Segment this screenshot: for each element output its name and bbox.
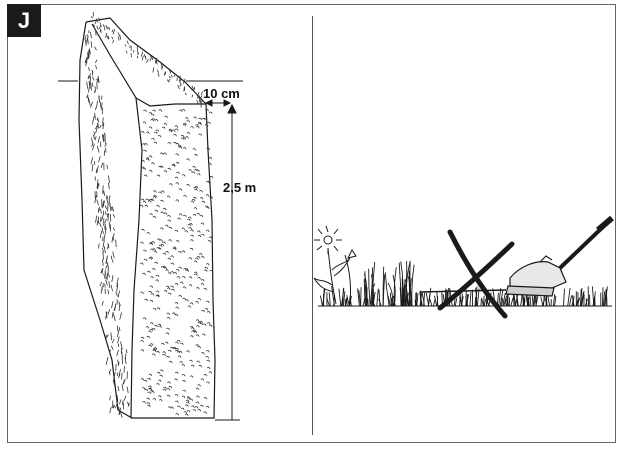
hedge-illustration — [78, 17, 216, 419]
hedge-height-label: 2,5 m — [223, 180, 257, 195]
flower-illustration — [313, 225, 357, 305]
panel-divider — [312, 16, 313, 435]
figure-label: J — [7, 4, 41, 37]
cross-mark-icon — [437, 229, 515, 319]
dimension-arrow-icon — [58, 80, 243, 421]
trimmer-illustration — [419, 215, 614, 297]
grass-illustration — [318, 260, 612, 307]
hedge-texture — [84, 12, 214, 418]
figure-frame — [7, 4, 616, 443]
hedge-width-label: 10 cm — [203, 86, 240, 101]
